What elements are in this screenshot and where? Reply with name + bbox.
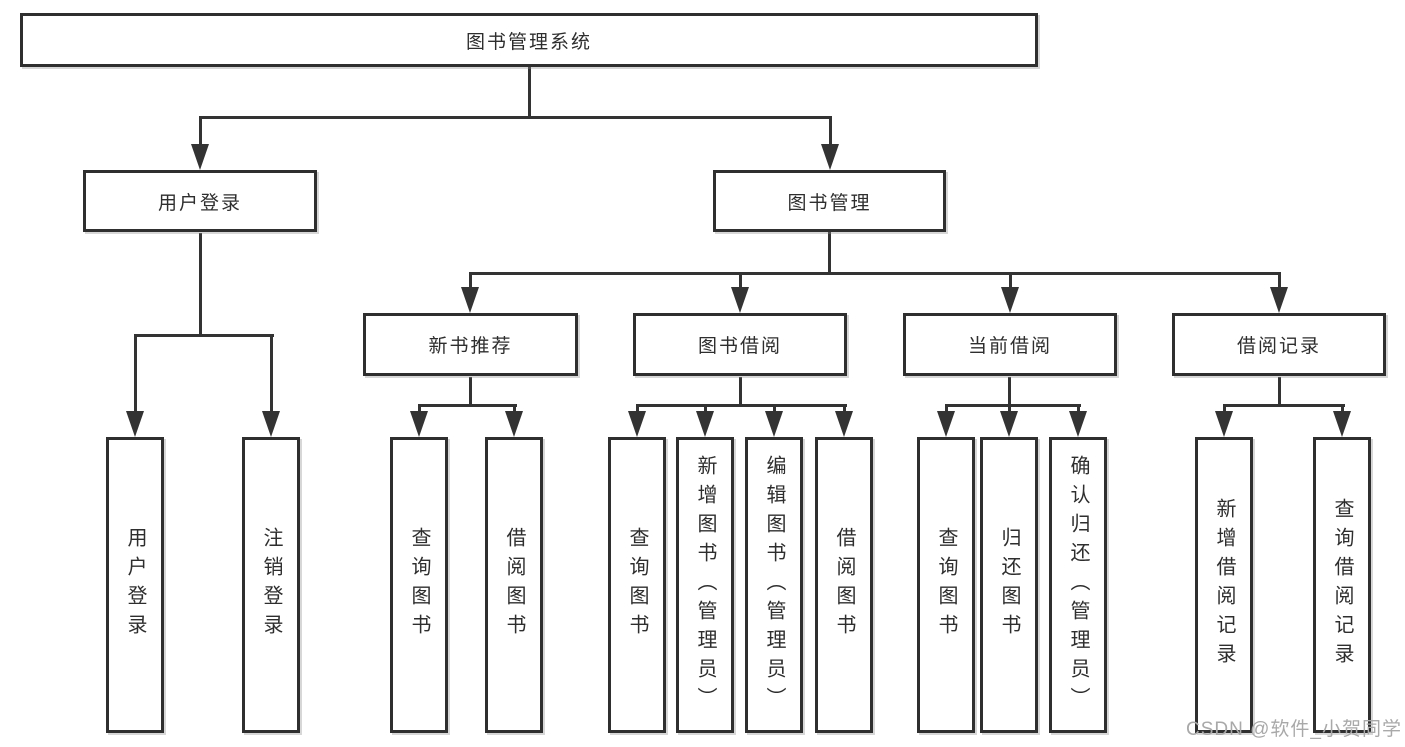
leaf-borrow-book-2: 借阅图书 <box>815 437 873 733</box>
node-current-borrow: 当前借阅 <box>903 313 1117 376</box>
arrow-down-icon <box>461 287 479 313</box>
connector-line <box>738 272 742 289</box>
arrow-down-icon <box>262 411 280 437</box>
arrow-down-icon <box>1333 411 1351 437</box>
arrow-down-icon <box>1001 287 1019 313</box>
connector-line <box>269 334 273 413</box>
connector-line <box>417 404 517 407</box>
arrow-down-icon <box>821 144 839 170</box>
leaf-logout: 注销登录 <box>242 437 300 733</box>
connector-line <box>417 404 421 413</box>
arrow-down-icon <box>937 411 955 437</box>
arrow-down-icon <box>1215 411 1233 437</box>
node-root: 图书管理系统 <box>20 13 1038 67</box>
arrow-down-icon <box>505 411 523 437</box>
connector-line <box>198 116 832 119</box>
leaf-borrow-book-1: 借阅图书 <box>485 437 543 733</box>
connector-line <box>468 272 472 289</box>
connector-line <box>944 404 948 413</box>
connector-line <box>512 404 516 413</box>
arrow-down-icon <box>696 411 714 437</box>
connector-line <box>1222 404 1345 407</box>
arrow-down-icon <box>1270 287 1288 313</box>
connector-line <box>1222 404 1226 413</box>
leaf-edit-book-admin: 编辑图书（管理员） <box>745 437 803 733</box>
leaf-return-book: 归还图书 <box>980 437 1038 733</box>
arrow-down-icon <box>628 411 646 437</box>
node-book-management: 图书管理 <box>713 170 946 232</box>
connector-line <box>198 116 202 146</box>
arrow-down-icon <box>191 144 209 170</box>
connector-line <box>1277 377 1281 406</box>
node-borrow-record: 借阅记录 <box>1172 313 1386 376</box>
connector-line <box>1340 404 1344 413</box>
watermark: CSDN @软件_小贺同学 <box>1186 719 1402 740</box>
connector-line <box>468 272 1281 275</box>
leaf-query-borrow-record: 查询借阅记录 <box>1313 437 1371 733</box>
connector-line <box>1076 404 1080 413</box>
connector-line <box>133 334 274 337</box>
leaf-add-book-admin: 新增图书（管理员） <box>676 437 734 733</box>
node-user-login: 用户登录 <box>83 170 317 232</box>
arrow-down-icon <box>1069 411 1087 437</box>
connector-line <box>772 404 776 413</box>
leaf-query-book-2: 查询图书 <box>608 437 666 733</box>
connector-line <box>703 404 707 413</box>
arrow-down-icon <box>1000 411 1018 437</box>
node-new-book-recommend: 新书推荐 <box>363 313 578 376</box>
leaf-query-book-3: 查询图书 <box>917 437 975 733</box>
arrow-down-icon <box>410 411 428 437</box>
connector-line <box>468 377 472 406</box>
connector-line <box>1008 272 1012 289</box>
connector-line <box>828 232 831 274</box>
connector-line <box>738 377 742 406</box>
connector-line <box>944 404 1081 407</box>
arrow-down-icon <box>765 411 783 437</box>
connector-line <box>527 67 531 118</box>
connector-line <box>1007 404 1011 413</box>
connector-line <box>133 334 137 413</box>
connector-line <box>1007 377 1011 406</box>
connector-line <box>198 233 202 336</box>
leaf-confirm-return-admin: 确认归还（管理员） <box>1049 437 1107 733</box>
arrow-down-icon <box>126 411 144 437</box>
connector-line <box>635 404 847 407</box>
connector-line <box>1277 272 1281 289</box>
connector-line <box>828 116 832 146</box>
leaf-user-login: 用户登录 <box>106 437 164 733</box>
arrow-down-icon <box>731 287 749 313</box>
leaf-add-borrow-record: 新增借阅记录 <box>1195 437 1253 733</box>
node-book-borrow: 图书借阅 <box>633 313 847 376</box>
leaf-query-book-1: 查询图书 <box>390 437 448 733</box>
connector-line <box>635 404 639 413</box>
arrow-down-icon <box>835 411 853 437</box>
connector-line <box>842 404 846 413</box>
